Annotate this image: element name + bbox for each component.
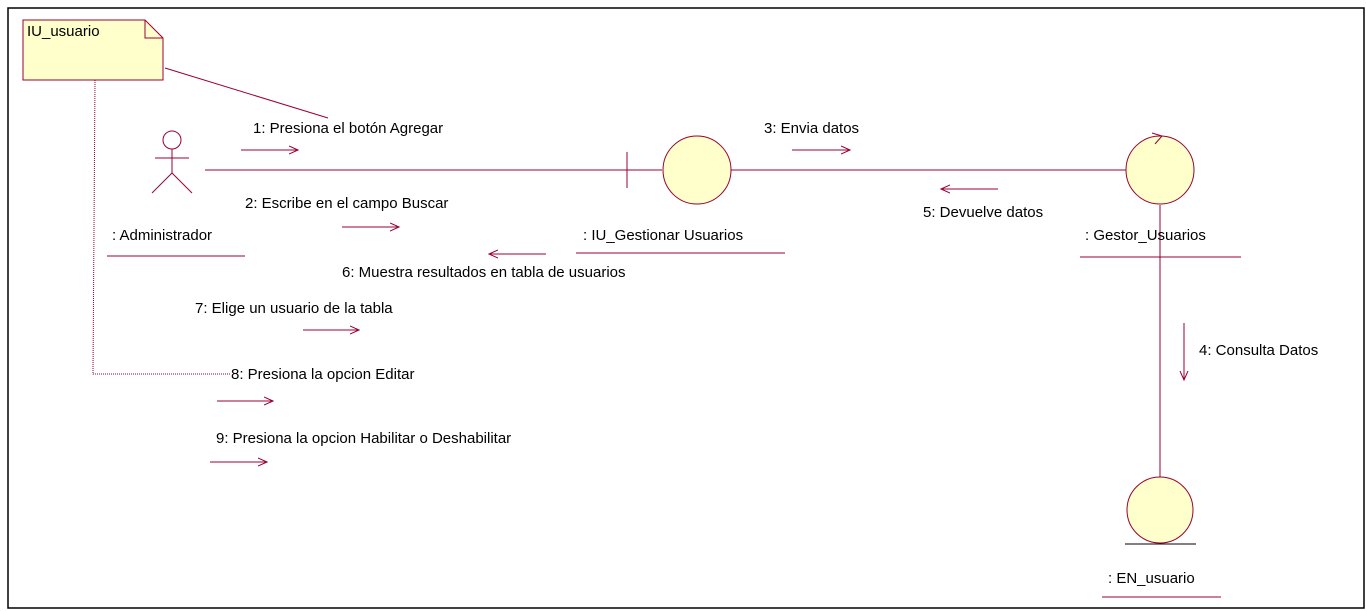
entity-label: : EN_usuario (1108, 570, 1195, 587)
boundary-iu-gestionar-usuarios[interactable]: : IU_Gestionar Usuarios (576, 135, 785, 254)
message-6-label: 6: Muestra resultados en tabla de usuari… (342, 264, 626, 281)
entity-icon (1126, 476, 1194, 544)
actor-left-leg (151, 172, 173, 194)
control-icon (1125, 135, 1195, 205)
note-anchor-polyline (92, 79, 230, 375)
actor-administrador[interactable]: : Administrador (107, 130, 245, 257)
boundary-label: : IU_Gestionar Usuarios (583, 227, 743, 244)
boundary-icon (662, 135, 732, 205)
message-5-label: 5: Devuelve datos (923, 204, 1043, 221)
note-fold (144, 20, 163, 39)
note-label: IU_usuario (27, 23, 100, 40)
note-shape (22, 19, 164, 81)
control-gestor-usuarios[interactable]: : Gestor_Usuarios (1080, 132, 1241, 258)
control-label: : Gestor_Usuarios (1085, 227, 1206, 244)
note-anchor-line (164, 67, 329, 119)
actor-right-leg (171, 172, 193, 194)
message-2-label: 2: Escribe en el campo Buscar (245, 195, 448, 212)
message-7-label: 7: Elige un usuario de la tabla (195, 300, 393, 317)
message-4-label: 4: Consulta Datos (1199, 342, 1318, 359)
actor-head-icon (162, 130, 182, 150)
control-arrowhead (1151, 132, 1163, 145)
actor-label: : Administrador (112, 227, 212, 244)
message-9-label: 9: Presiona la opcion Habilitar o Deshab… (216, 430, 511, 447)
message-8-label: 8: Presiona la opcion Editar (231, 366, 414, 383)
entity-en-usuario[interactable]: : EN_usuario (1102, 476, 1221, 598)
message-1-label: 1: Presiona el botón Agregar (253, 120, 443, 137)
message-3-label: 3: Envia datos (764, 120, 859, 137)
note-iu-usuario[interactable]: IU_usuario (22, 19, 164, 81)
